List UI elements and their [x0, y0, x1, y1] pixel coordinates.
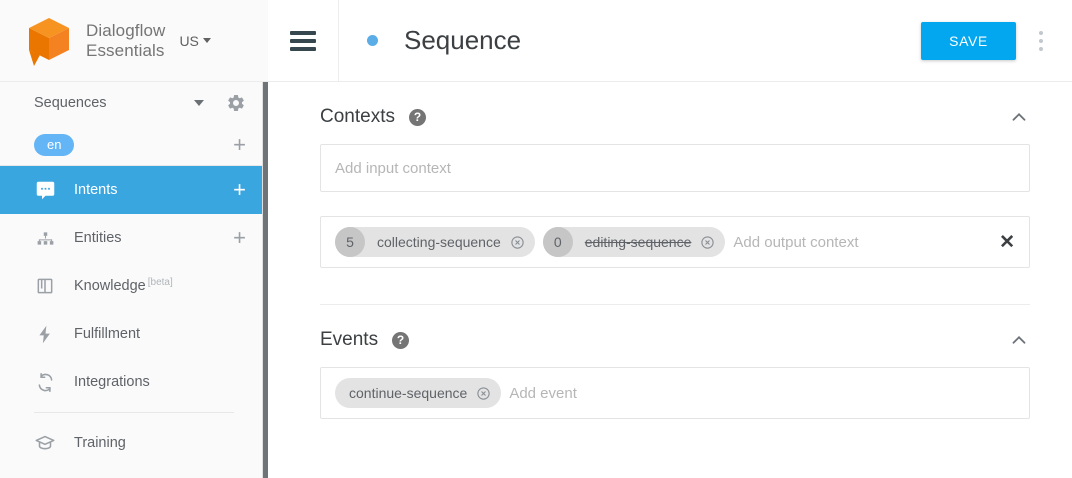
- event-placeholder: Add event: [509, 384, 577, 402]
- hierarchy-icon: [34, 227, 56, 249]
- sidebar-divider: [34, 412, 234, 413]
- contexts-section-header: Contexts ?: [320, 82, 1030, 144]
- book-icon: [34, 275, 56, 297]
- bolt-icon: [34, 323, 56, 345]
- topbar: Sequence SAVE: [268, 0, 1072, 82]
- output-context-placeholder: Add output context: [733, 233, 859, 251]
- beta-badge: [beta]: [147, 277, 173, 288]
- chevron-up-icon[interactable]: [1008, 106, 1030, 128]
- chevron-up-icon[interactable]: [1008, 329, 1030, 351]
- help-circle-icon[interactable]: ?: [392, 331, 410, 349]
- sidebar-item-label: Training: [74, 435, 246, 451]
- events-title: Events: [320, 329, 379, 350]
- sidebar-item-entities[interactable]: Entities +: [0, 214, 268, 262]
- brand-name: Dialogflow Essentials: [86, 21, 165, 61]
- input-context-field[interactable]: Add input context: [320, 144, 1030, 192]
- chat-bubble-icon: [34, 179, 56, 201]
- brand-header: Dialogflow Essentials US: [0, 0, 268, 82]
- section-divider: [320, 304, 1030, 305]
- sidebar-scrollbar[interactable]: [263, 82, 268, 478]
- language-row: en +: [0, 124, 268, 166]
- sidebar-item-text: Knowledge: [74, 278, 146, 294]
- region-label: US: [179, 32, 199, 49]
- event-chips: continue-sequence Add event: [335, 378, 1015, 408]
- dialogflow-cube-logo: [26, 16, 72, 66]
- topbar-divider: [338, 0, 339, 82]
- hamburger-menu-icon[interactable]: [290, 30, 316, 51]
- sidebar-item-fulfillment[interactable]: Fulfillment: [0, 310, 268, 358]
- brand-name-line1: Dialogflow: [86, 20, 166, 40]
- sidebar-edge-divider: [262, 82, 263, 478]
- event-chip[interactable]: continue-sequence: [335, 378, 502, 408]
- sidebar-item-label: Fulfillment: [74, 326, 246, 342]
- sidebar-item-intents[interactable]: Intents +: [0, 166, 268, 214]
- gear-icon[interactable]: [226, 93, 246, 113]
- chip-remove-icon[interactable]: [476, 386, 491, 401]
- main-panel: Sequence SAVE Contexts ? Add input co: [268, 0, 1072, 478]
- agent-selector[interactable]: Sequences: [0, 82, 268, 124]
- page-title: Sequence: [404, 25, 522, 55]
- context-chip-label: editing-sequence: [584, 234, 692, 250]
- input-context-placeholder: Add input context: [335, 159, 451, 177]
- chip-remove-icon[interactable]: [700, 235, 715, 250]
- context-lifespan-badge: 5: [335, 227, 365, 257]
- add-entity-button[interactable]: +: [233, 225, 246, 250]
- sidebar-item-label: Intents: [74, 182, 233, 198]
- output-context-chips: 5 collecting-sequence 0 editing-sequence: [335, 227, 989, 257]
- kebab-menu-icon[interactable]: [1026, 21, 1056, 61]
- sidebar-item-text: Entities: [74, 230, 122, 246]
- sidebar-item-training[interactable]: Training: [0, 419, 268, 467]
- add-language-button[interactable]: +: [233, 131, 246, 157]
- events-section-header: Events ?: [320, 305, 1030, 367]
- chip-remove-icon[interactable]: [510, 235, 525, 250]
- sidebar-item-label: Knowledge [beta]: [74, 277, 246, 294]
- output-context-field[interactable]: 5 collecting-sequence 0 editing-sequence: [320, 216, 1030, 268]
- sidebar-item-label: Integrations: [74, 374, 246, 390]
- sidebar-item-text: Fulfillment: [74, 326, 141, 342]
- events-field[interactable]: continue-sequence Add event: [320, 367, 1030, 419]
- sidebar-item-text: Training: [74, 435, 126, 451]
- context-chip[interactable]: 0 editing-sequence: [542, 227, 726, 257]
- event-chip-label: continue-sequence: [349, 385, 468, 401]
- help-circle-icon[interactable]: ?: [408, 108, 426, 126]
- refresh-icon: [34, 371, 56, 393]
- sidebar-item-integrations[interactable]: Integrations: [0, 358, 268, 406]
- caret-down-icon: [202, 38, 211, 43]
- caret-down-icon[interactable]: [194, 100, 204, 106]
- brand-name-line2: Essentials: [86, 40, 165, 60]
- context-chip[interactable]: 5 collecting-sequence: [335, 227, 535, 257]
- save-button[interactable]: SAVE: [921, 21, 1016, 60]
- language-chip-en[interactable]: en: [34, 133, 75, 156]
- context-chip-label: collecting-sequence: [377, 234, 501, 250]
- status-dot-icon: [367, 35, 378, 46]
- agent-name: Sequences: [34, 95, 107, 111]
- spacer: [320, 192, 1030, 216]
- graduation-cap-icon: [34, 432, 56, 454]
- context-lifespan-badge: 0: [542, 227, 573, 257]
- add-intent-button[interactable]: +: [233, 177, 246, 202]
- sidebar: Dialogflow Essentials US Sequences en +: [0, 0, 268, 478]
- sidebar-item-label: Entities: [74, 230, 233, 246]
- region-selector[interactable]: US: [179, 32, 211, 49]
- close-x-icon[interactable]: ✕: [999, 231, 1015, 253]
- sidebar-item-text: Intents: [74, 182, 118, 198]
- sidebar-item-text: Integrations: [74, 374, 150, 390]
- sidebar-nav: Intents + Entities +: [0, 166, 268, 467]
- sidebar-item-knowledge[interactable]: Knowledge [beta]: [0, 262, 268, 310]
- content-area: Contexts ? Add input context 5 collecti: [268, 82, 1072, 478]
- contexts-title: Contexts: [320, 106, 395, 127]
